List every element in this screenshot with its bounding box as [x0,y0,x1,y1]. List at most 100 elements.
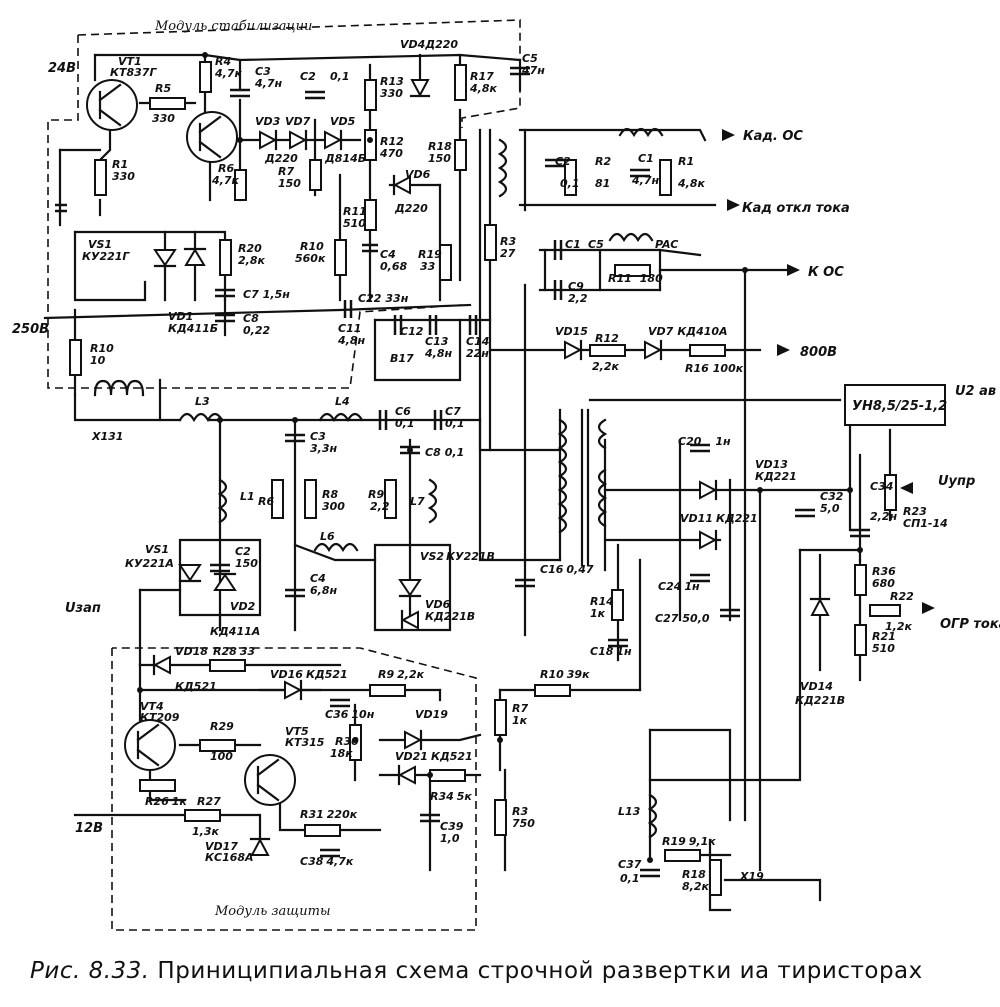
svg-text:VD18: VD18 [175,645,208,658]
svg-text:УН8,5/25-1,2: УН8,5/25-1,2 [852,399,947,414]
svg-text:VD4Д220: VD4Д220 [400,38,458,51]
svg-text:L4: L4 [335,395,350,408]
svg-text:C80,1: C80,1 [425,446,464,459]
svg-text:R44,7к: R44,7к [214,55,242,80]
svg-text:R6: R6 [258,495,274,508]
svg-text:Д220: Д220 [394,202,428,215]
svg-text:VD15: VD15 [555,325,588,338]
svg-text:C33,3н: C33,3н [310,430,337,455]
transistor-vt2 [186,111,238,163]
stabilization-module-border [47,19,521,389]
terminal-ogr: ОГР тока [940,617,1000,632]
terminal-uupr: Uупр [938,474,975,489]
figure-caption-text: Приниципиальная схема строчной развертки… [157,958,923,984]
svg-text:C46,8н: C46,8н [310,572,337,597]
schematic-diagram: Модуль стабилизации Модуль защиты [12,19,1000,931]
svg-text:L6: L6 [320,530,335,543]
svg-text:КД411А: КД411А [210,625,260,638]
protection-module-border [111,647,477,931]
connector-x19: X19 [739,870,764,883]
stabilization-module-title: Модуль стабилизации [154,19,312,34]
svg-text:C12: C12 [400,325,424,338]
svg-text:VD19: VD19 [415,708,448,721]
svg-text:КД521: КД521 [175,680,217,693]
transistor-vt5 [244,754,296,806]
connector-x131: X131 [91,430,123,443]
svg-text:L3: L3 [195,395,210,408]
svg-text:Д814Б: Д814Б [324,152,366,165]
terminal-800v: 800В [800,345,837,360]
svg-text:C1: C1 [565,238,581,251]
svg-text:C40,68: C40,68 [380,248,407,273]
svg-text:C92,2: C92,2 [568,280,588,305]
svg-text:C20,1: C20,1 [555,155,580,190]
diodes [152,79,831,856]
transistor-vt1 [86,79,138,131]
svg-text:L13: L13 [618,805,641,818]
svg-text:C80,22: C80,22 [243,312,270,337]
terminal-kad-os: Кад. ОС [743,129,803,144]
svg-text:L1: L1 [240,490,255,503]
svg-text:C60,1: C60,1 [395,405,415,430]
svg-text:R64,7к: R64,7к [211,162,239,187]
terminal-u2: U2 ав [955,384,996,399]
svg-text:C70,1: C70,1 [445,405,465,430]
svg-text:C14,7н: C14,7н [631,152,659,187]
transistor-vt4 [124,719,176,771]
wiring [43,53,892,912]
svg-text:VD2: VD2 [230,600,256,613]
terminal-k-os: К ОС [808,265,844,280]
terminal-250v: 250В [12,322,49,337]
terminal-uzap: Uзап [65,601,101,616]
svg-text:R14,8к: R14,8к [677,155,705,190]
svg-text:C71,5н: C71,5н [243,288,290,301]
svg-text:VD5: VD5 [330,115,356,128]
output-arrows [722,129,935,614]
